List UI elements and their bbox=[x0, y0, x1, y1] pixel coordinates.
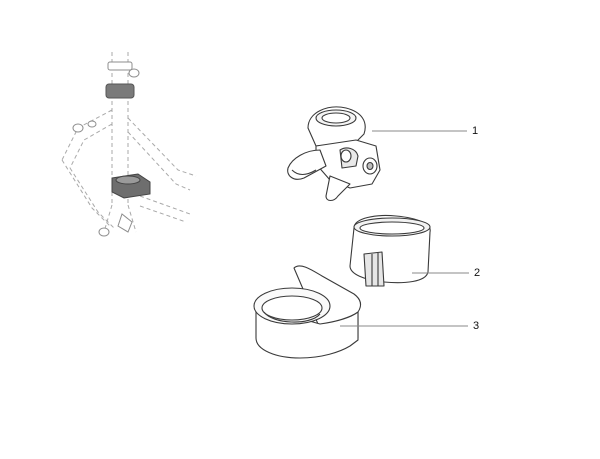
part-strap-drawing bbox=[349, 214, 431, 287]
callout-number-2: 2 bbox=[474, 267, 481, 279]
callout-number-1: 1 bbox=[472, 125, 479, 137]
part-cup-holder-drawing bbox=[253, 265, 362, 359]
leader-lines bbox=[340, 130, 469, 327]
frame-context-sketch bbox=[61, 52, 197, 233]
part-clamp-drawing bbox=[287, 106, 381, 202]
callout-number-3: 3 bbox=[473, 320, 480, 332]
frame-context-details bbox=[72, 61, 151, 237]
